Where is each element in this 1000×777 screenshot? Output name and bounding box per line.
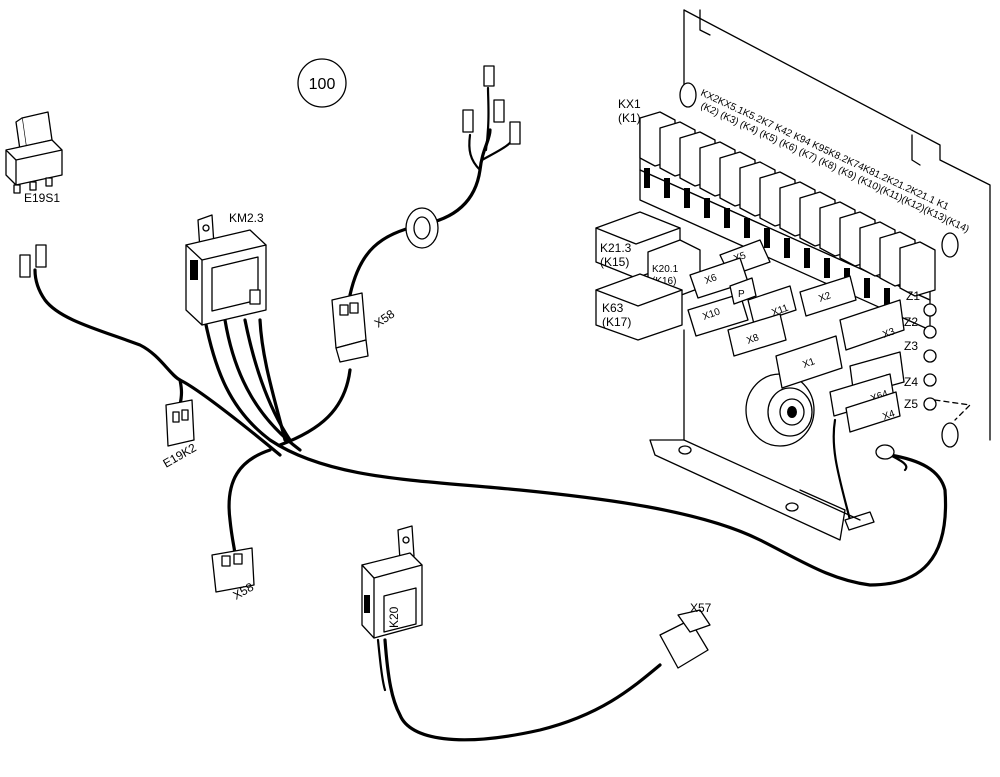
grommet	[405, 207, 439, 249]
k16-label: (K16)	[652, 276, 676, 287]
z2-label: Z2	[904, 315, 918, 329]
large-relays: K21.3 (K15) K20.1 (K16) K63 (K17)	[595, 211, 701, 341]
switch-label: E19S1	[24, 191, 60, 205]
mounting-panel	[649, 9, 991, 541]
spade-terminal	[844, 511, 875, 531]
k17-label: (K17)	[602, 315, 631, 329]
x8-label: X8	[745, 332, 761, 347]
connector-e19k2: E19K2	[161, 399, 199, 471]
k63-label: K63	[602, 301, 624, 315]
k1-label: (K1)	[618, 111, 641, 125]
connector-x58-bottom: X58	[211, 547, 256, 603]
relay-blocks	[639, 111, 936, 297]
main-harness	[33, 86, 948, 742]
z5-label: Z5	[904, 397, 918, 411]
connector-x57: X57	[659, 601, 712, 669]
km2-3-label: KM2.3	[229, 211, 264, 225]
pin-plugs-left	[19, 244, 47, 278]
k20-1-label: K20.1	[652, 264, 679, 275]
fuse-label: P	[738, 289, 745, 300]
z1-label: Z1	[906, 289, 920, 303]
k15-label: (K15)	[600, 255, 629, 269]
x2-label: X2	[817, 290, 833, 305]
x6-label: X6	[703, 272, 719, 287]
callout-100: 100	[297, 58, 347, 108]
switch-e19s1: E19S1	[5, 111, 63, 205]
x1-label: X1	[801, 356, 817, 371]
x58-top-label: X58	[372, 307, 398, 331]
k20-label: K20	[387, 606, 401, 628]
e19k2-label: E19K2	[161, 440, 199, 470]
panel-connectors: X5 X6 X2 X10 X11 X3 X8 X1 X9 X64 X4 P	[687, 239, 905, 433]
x57-label: X57	[690, 601, 712, 615]
relay-k20: K20	[361, 525, 423, 639]
upper-pin-connectors	[462, 65, 521, 145]
ground-ring	[875, 444, 895, 460]
connector-x58-top: X58	[331, 292, 398, 363]
x3-label: X3	[881, 326, 897, 341]
k21-3-label: K21.3	[600, 241, 632, 255]
kx1-label: KX1	[618, 97, 641, 111]
relay-km2-3: KM2.3	[185, 211, 267, 326]
callout-number: 100	[309, 76, 336, 93]
terminal-posts: Z1 Z2 Z3 Z4 Z5	[904, 289, 937, 411]
z4-label: Z4	[904, 375, 918, 389]
x4-label: X4	[881, 408, 897, 423]
z3-label: Z3	[904, 339, 918, 353]
